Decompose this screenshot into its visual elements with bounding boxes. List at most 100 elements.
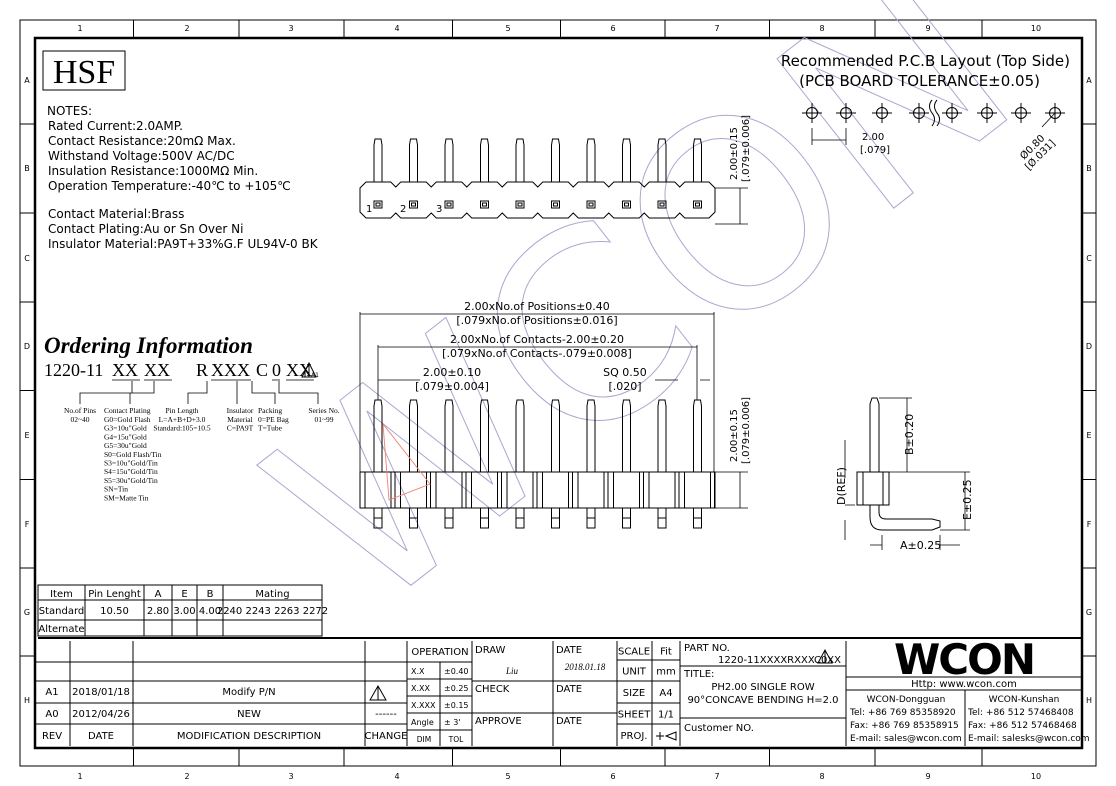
wcon-logo: WCON <box>894 635 1034 684</box>
zone-column-label: 6 <box>610 24 615 33</box>
top-pin <box>586 138 596 182</box>
zone-row-label: A <box>1086 76 1092 85</box>
zone-column-label: 5 <box>505 772 510 781</box>
top-pin-square <box>480 200 489 209</box>
front-view: 2.00xNo.of Positions±0.40 [.079xNo.of Po… <box>359 300 752 529</box>
site-email: E-mail: sales@wcon.com <box>850 734 962 744</box>
tol-title: OPERATION <box>411 647 468 658</box>
ordering-option: C=PA9T <box>227 424 254 433</box>
top-pin-square <box>657 200 667 209</box>
ordering-group-title: No.of Pins <box>64 406 96 415</box>
top-pin <box>409 138 418 182</box>
top-pin-square <box>622 200 631 209</box>
zone-column-label: 2 <box>184 772 189 781</box>
front-pin-tail <box>373 508 383 529</box>
sheet-value: mm <box>656 667 675 678</box>
ordering-option: T=Tube <box>258 424 283 433</box>
tol-footer: TOL <box>448 735 464 744</box>
rev-code: A1 <box>45 687 58 698</box>
pin-label: 3 <box>436 204 442 215</box>
table-cell: Standard <box>39 606 85 617</box>
table-header: Mating <box>255 589 289 600</box>
ordering-code-4: C <box>256 360 268 380</box>
zone-column-label: 4 <box>394 772 399 781</box>
top-pin <box>693 138 702 182</box>
top-pin-square-inner <box>411 202 416 207</box>
housing-divider <box>542 472 573 508</box>
top-pin <box>515 138 525 182</box>
zone-row-label: A <box>24 76 30 85</box>
housing-divider <box>613 472 644 508</box>
rev-code: A0 <box>45 709 58 720</box>
table-header: E <box>181 589 187 600</box>
notes: NOTES: Rated Current:2.0AMP. Contact Res… <box>47 104 319 251</box>
ordering-option: L=A+B+D+3.0 <box>159 415 206 424</box>
front-pin-tail <box>515 508 525 529</box>
front-pin-tail <box>693 508 702 529</box>
site-tel: Tel: +86 769 85358920 <box>849 708 956 718</box>
sheet-value: 1/1 <box>658 710 674 721</box>
overall-length-dim: 2.00xNo.of Positions±0.40 <box>464 300 610 313</box>
zone-row-label: E <box>1086 431 1091 440</box>
zone-row-label: G <box>24 608 30 617</box>
approve-label: APPROVE <box>475 716 522 727</box>
pcb-layout-title: Recommended P.C.B Layout (Top Side) <box>781 52 1070 70</box>
pin-label: 1 <box>366 204 372 215</box>
ordering-option: G5=30u"Gold <box>104 441 147 450</box>
front-pin <box>657 399 667 472</box>
front-pin <box>444 399 454 472</box>
zone-column-label: 1 <box>77 24 82 33</box>
draw-date: 2018.01.18 <box>565 662 606 672</box>
table-cell: 3.00 <box>173 606 195 617</box>
rev-header: DATE <box>88 731 114 742</box>
ordering-option: SN=Tin <box>104 485 128 494</box>
zone-row-label: F <box>1087 520 1092 529</box>
front-pin <box>409 399 418 472</box>
part-lines <box>680 641 847 746</box>
table-cell: Alternate <box>38 624 84 635</box>
front-height-dim-in: [.079±0.006] <box>741 397 752 464</box>
ordering-group-title: Series No. <box>308 406 339 415</box>
zone-column-label: 8 <box>819 24 824 33</box>
ordering-code-3: XXX <box>211 360 250 380</box>
zone-row-label: H <box>24 696 30 705</box>
note-line: Insulation Resistance:1000MΩ Min. <box>48 164 258 178</box>
table-header: Item <box>50 589 73 600</box>
front-pin <box>515 399 525 472</box>
ordering-option: G3=10u"Gold <box>104 424 147 433</box>
site-email: E-mail: salesks@wcon.com <box>968 734 1090 744</box>
zone-row-label: H <box>1086 696 1092 705</box>
top-height-dim: 2.00±0.15 <box>729 127 740 180</box>
zone-column-label: 2 <box>184 24 189 33</box>
pcb-hole-crosshair <box>1011 103 1031 123</box>
rev-header: CHANGE <box>365 731 408 742</box>
hsf-logo-text: HSF <box>53 54 115 91</box>
housing-divider <box>471 472 502 508</box>
ordering-group-title: Insulator <box>227 406 254 415</box>
ordering-title: Ordering Information <box>44 333 253 358</box>
sheet-label: PROJ. <box>621 731 648 742</box>
top-pin-square-inner <box>659 202 665 207</box>
housing-divider <box>648 472 680 508</box>
rev-description: Modify P/N <box>222 687 275 698</box>
tol-dim: Angle <box>411 718 434 727</box>
table-header: A <box>155 589 162 600</box>
side-e-dim: E±0.25 <box>961 479 974 520</box>
top-pin-square-inner <box>624 202 629 207</box>
part-prefix: 1220-11 <box>44 360 103 380</box>
ordering-group-title: Packing <box>258 406 282 415</box>
front-pin <box>586 399 596 472</box>
tol-value: ± 3' <box>444 718 461 727</box>
note-line: Contact Plating:Au or Sn Over Ni <box>48 222 243 236</box>
side-b-dim: B±0.20 <box>903 414 916 455</box>
top-view: 1 2 3 2.00±0.15 [.079±0.006] <box>359 115 752 225</box>
part-rev-triangle-icon <box>817 648 833 664</box>
zone-column-label: 7 <box>714 772 719 781</box>
site-name: WCON-Kunshan <box>989 695 1060 705</box>
rev-row-lines <box>35 661 407 725</box>
tol-value: ±0.15 <box>444 701 469 710</box>
ordering-option: 0=PE Bag <box>258 415 289 424</box>
top-pin-square-inner <box>482 202 487 207</box>
top-pin-square <box>409 200 418 209</box>
